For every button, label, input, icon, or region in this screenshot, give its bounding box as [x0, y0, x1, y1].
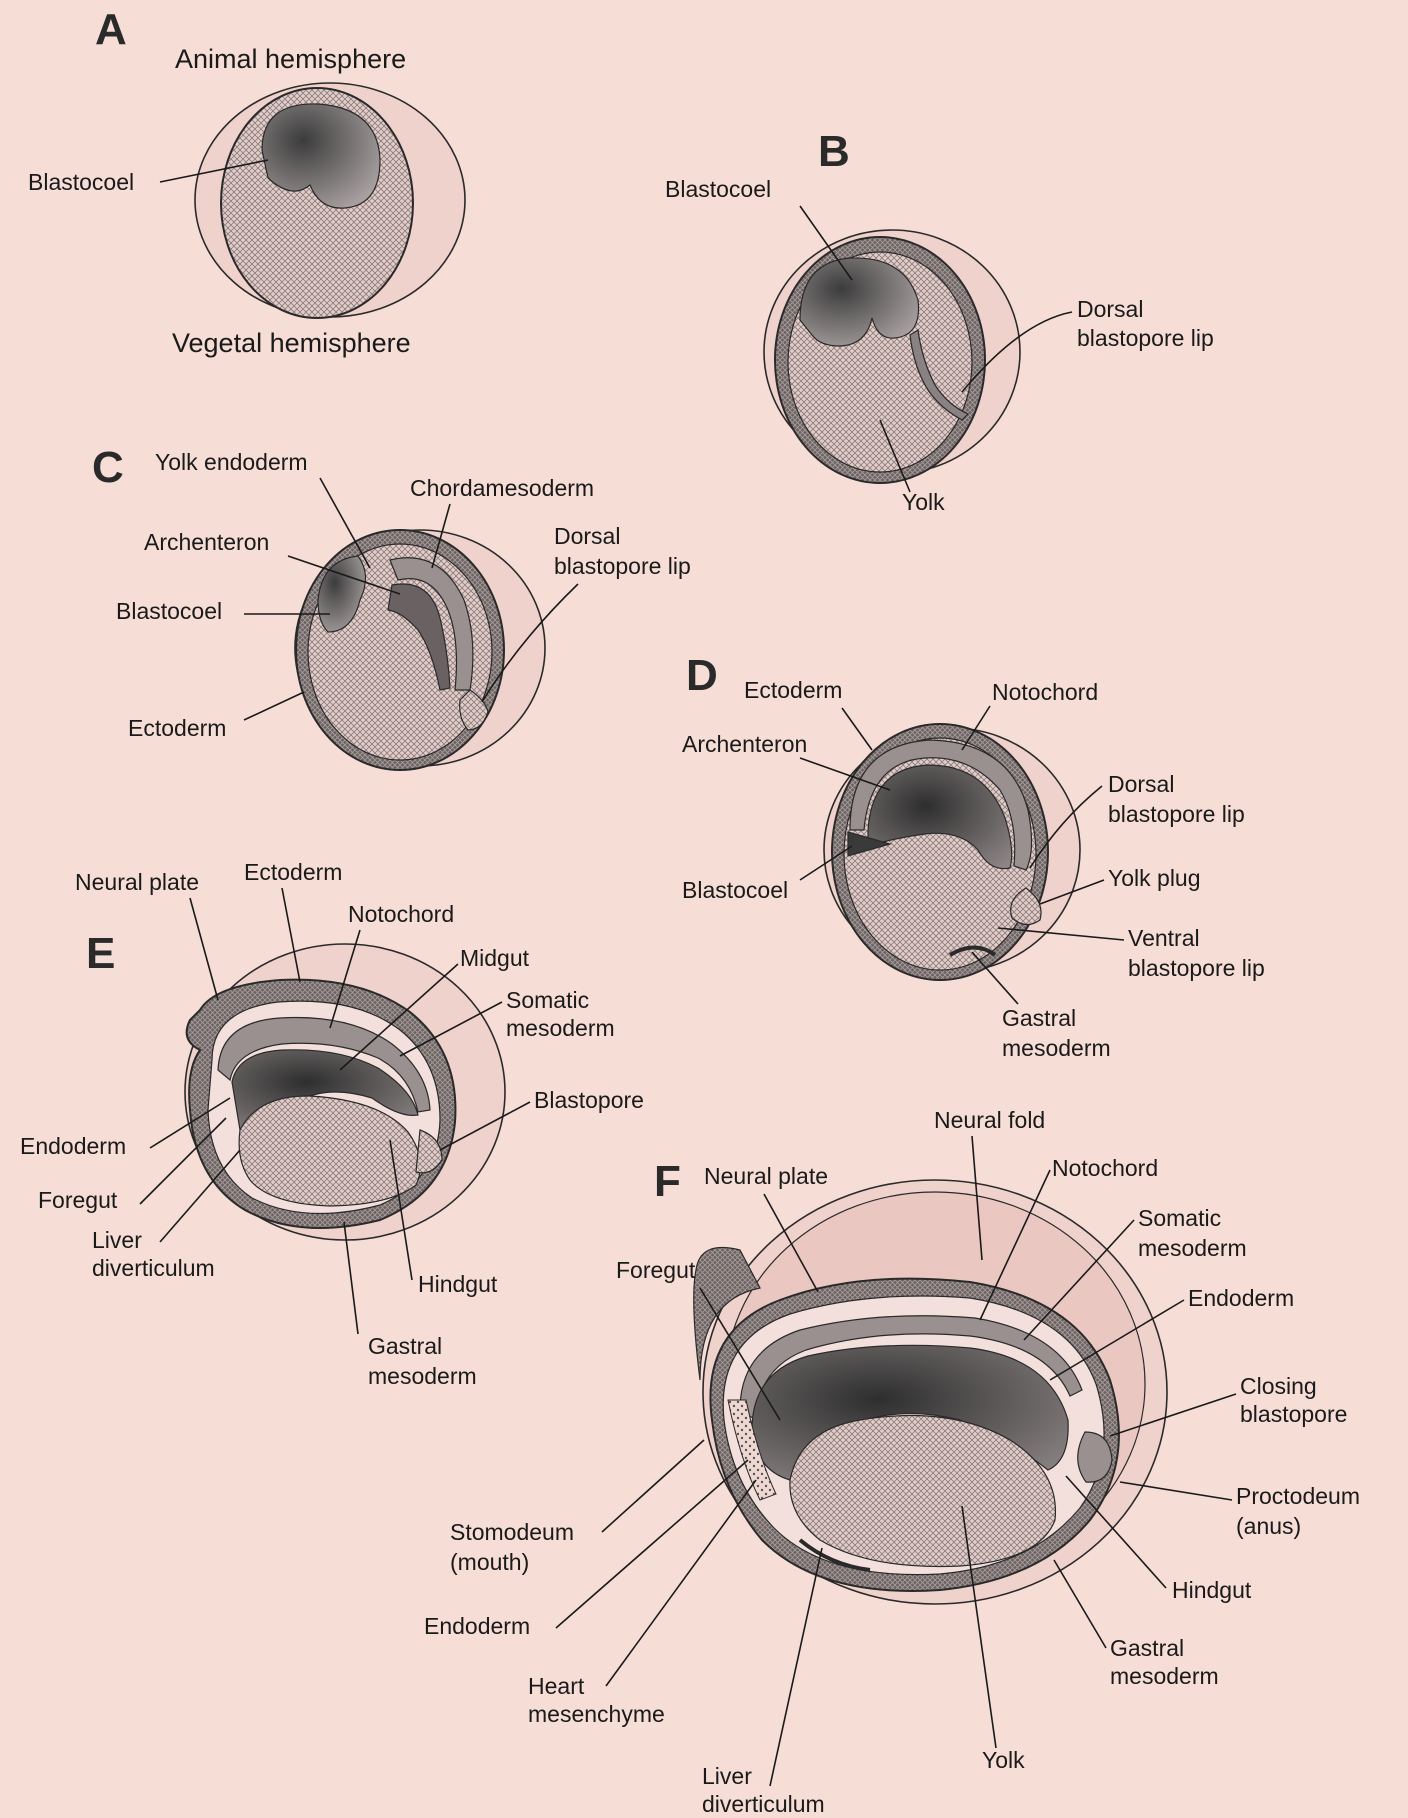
label-e-midgut: Midgut: [460, 945, 530, 971]
label-e-liver-diverticulum: diverticulum: [92, 1255, 215, 1281]
label-f-hindgut: Hindgut: [1172, 1577, 1252, 1603]
label-d-blastocoel: Blastocoel: [682, 877, 788, 903]
panel-f: F Neural fold Neural plate Notochord Som…: [424, 1107, 1360, 1817]
label-b-dorsal-lip: blastopore lip: [1077, 325, 1214, 351]
label-e-gastral-mesoderm: mesoderm: [368, 1363, 477, 1389]
label-e-liver: Liver: [92, 1227, 142, 1253]
label-f-stomodeum: Stomodeum: [450, 1519, 574, 1545]
label-d-ectoderm: Ectoderm: [744, 677, 842, 703]
label-c-dorsal: Dorsal: [554, 523, 620, 549]
label-f-stomodeum-mouth: (mouth): [450, 1549, 529, 1575]
label-a-blastocoel: Blastocoel: [28, 169, 134, 195]
label-e-gastral: Gastral: [368, 1333, 442, 1359]
panel-letter-f: F: [654, 1157, 681, 1206]
label-f-yolk: Yolk: [982, 1747, 1025, 1773]
label-d-archenteron: Archenteron: [682, 731, 807, 757]
label-e-ectoderm: Ectoderm: [244, 859, 342, 885]
label-e-endoderm: Endoderm: [20, 1133, 126, 1159]
leader-e-neural-plate: [190, 898, 218, 1000]
label-vegetal-hemisphere: Vegetal hemisphere: [172, 328, 411, 358]
label-b-yolk: Yolk: [902, 489, 945, 515]
leader-c-ectoderm: [244, 692, 304, 720]
leader-d-ectoderm: [842, 708, 872, 750]
label-f-somatic-mesoderm: mesoderm: [1138, 1235, 1247, 1261]
panel-a: A Animal hemisphere Vegetal hemisphere B…: [28, 5, 465, 358]
label-f-gastral: Gastral: [1110, 1635, 1184, 1661]
label-f-liver: Liver: [702, 1763, 752, 1789]
label-f-proctodeum: Proctodeum: [1236, 1483, 1360, 1509]
leader-f-heart: [606, 1480, 756, 1686]
label-f-foregut: Foregut: [616, 1257, 696, 1283]
panel-e: E Neural plate Ectoderm Notochord Midgut…: [20, 859, 644, 1389]
label-d-dorsal-lip: blastopore lip: [1108, 801, 1245, 827]
label-f-closing: Closing: [1240, 1373, 1317, 1399]
label-d-gastral-mesoderm: mesoderm: [1002, 1035, 1111, 1061]
panel-letter-d: D: [686, 651, 718, 700]
label-c-chordamesoderm: Chordamesoderm: [410, 475, 594, 501]
panel-b: B Blastocoel Dorsal blastopore lip Yolk: [665, 127, 1214, 515]
label-c-archenteron: Archenteron: [144, 529, 269, 555]
label-b-dorsal: Dorsal: [1077, 296, 1143, 322]
label-d-notochord: Notochord: [992, 679, 1098, 705]
label-f-proctodeum-anus: (anus): [1236, 1513, 1301, 1539]
leader-f-stomodeum: [602, 1440, 704, 1532]
label-f-closing-blastopore: blastopore: [1240, 1401, 1347, 1427]
label-f-gastral-mesoderm: mesoderm: [1110, 1663, 1219, 1689]
label-f-endoderm-top: Endoderm: [1188, 1285, 1294, 1311]
label-f-endoderm-bottom: Endoderm: [424, 1613, 530, 1639]
label-c-yolk-endoderm: Yolk endoderm: [155, 449, 308, 475]
panel-letter-b: B: [818, 127, 850, 176]
label-f-liver-diverticulum: diverticulum: [702, 1791, 825, 1817]
leader-f-liver: [770, 1548, 822, 1786]
label-f-neural-plate: Neural plate: [704, 1163, 828, 1189]
leader-f-endoderm-bottom: [556, 1460, 748, 1628]
label-d-ventral-lip: blastopore lip: [1128, 955, 1265, 981]
label-d-dorsal: Dorsal: [1108, 771, 1174, 797]
label-f-heart: Heart: [528, 1673, 585, 1699]
panel-letter-a: A: [95, 5, 127, 54]
label-e-somatic: Somatic: [506, 987, 589, 1013]
label-c-dorsal-lip: blastopore lip: [554, 553, 691, 579]
label-c-blastocoel: Blastocoel: [116, 598, 222, 624]
label-b-blastocoel: Blastocoel: [665, 176, 771, 202]
label-e-notochord: Notochord: [348, 901, 454, 927]
label-f-heart-mesenchyme: mesenchyme: [528, 1701, 665, 1727]
label-f-somatic: Somatic: [1138, 1205, 1221, 1231]
label-f-neural-fold: Neural fold: [934, 1107, 1045, 1133]
label-animal-hemisphere: Animal hemisphere: [175, 44, 406, 74]
panel-c: C Yolk endoderm Chordamesoderm Archenter…: [92, 443, 691, 770]
label-d-ventral: Ventral: [1128, 925, 1200, 951]
label-c-ectoderm: Ectoderm: [128, 715, 226, 741]
label-d-yolk-plug: Yolk plug: [1108, 865, 1201, 891]
label-d-gastral: Gastral: [1002, 1005, 1076, 1031]
label-e-somatic-mesoderm: mesoderm: [506, 1015, 615, 1041]
label-e-neural-plate: Neural plate: [75, 869, 199, 895]
label-e-foregut: Foregut: [38, 1187, 118, 1213]
label-f-notochord: Notochord: [1052, 1155, 1158, 1181]
label-e-blastopore: Blastopore: [534, 1087, 644, 1113]
panel-letter-c: C: [92, 443, 124, 492]
panel-d: D Ectoderm Notochord Archenteron Dorsal …: [682, 651, 1265, 1061]
label-e-hindgut: Hindgut: [418, 1271, 498, 1297]
panel-letter-e: E: [86, 929, 115, 978]
leader-f-gastral: [1054, 1560, 1106, 1648]
